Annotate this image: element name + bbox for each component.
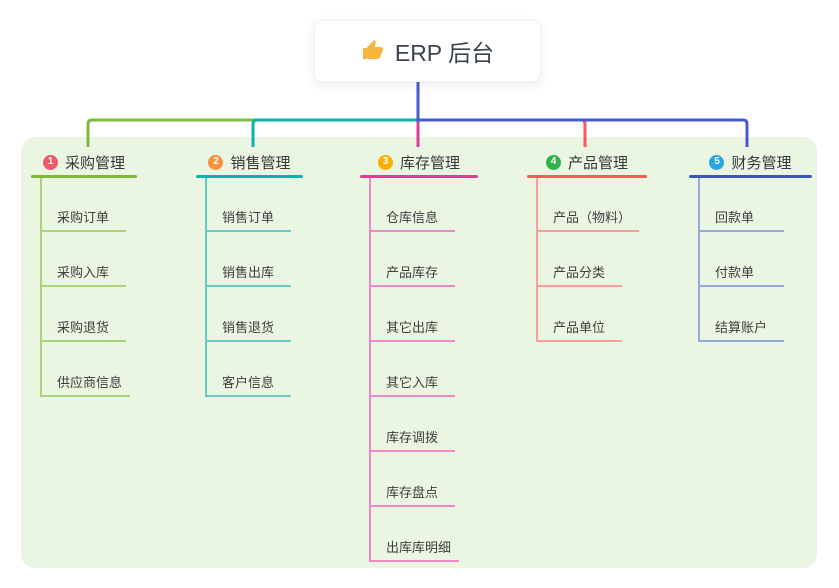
child-node[interactable]: 出库库明细	[369, 534, 460, 562]
child-node[interactable]: 采购退货	[40, 314, 126, 342]
root-label: ERP 后台	[394, 40, 495, 66]
child-node[interactable]: 仓库信息	[369, 204, 455, 232]
child-node[interactable]: 采购订单	[40, 204, 126, 232]
branch-node[interactable]: 4 产品管理	[527, 150, 647, 174]
branch-underline	[527, 175, 647, 178]
branch-underline	[360, 175, 478, 178]
child-node[interactable]: 结算账户	[698, 314, 784, 342]
child-node[interactable]: 产品（物料）	[536, 204, 640, 232]
branch-underline	[689, 175, 812, 178]
branch-index-badge: 2	[208, 154, 224, 170]
branch-index-badge: 5	[709, 154, 725, 170]
child-node[interactable]: 采购入库	[40, 259, 126, 287]
branch-label: 库存管理	[399, 154, 460, 172]
child-node[interactable]: 销售订单	[205, 204, 291, 232]
branch-children-stem	[40, 178, 42, 397]
branch-node[interactable]: 5 财务管理	[689, 150, 812, 174]
child-node[interactable]: 销售出库	[205, 259, 291, 287]
child-node[interactable]: 产品分类	[536, 259, 622, 287]
branch-index-badge: 4	[545, 154, 561, 170]
thumbs-up-icon	[361, 39, 385, 63]
branch-label: 产品管理	[567, 154, 628, 172]
branch-index-badge: 3	[377, 154, 393, 170]
child-node[interactable]: 产品库存	[369, 259, 455, 287]
branch-index-badge: 1	[42, 154, 58, 170]
child-node[interactable]: 供应商信息	[40, 369, 131, 397]
child-node[interactable]: 库存盘点	[369, 479, 455, 507]
branch-children-stem	[369, 178, 371, 562]
branch-label: 销售管理	[230, 154, 291, 172]
branch-children-stem	[536, 178, 538, 342]
branch-node[interactable]: 3 库存管理	[360, 150, 478, 174]
child-node[interactable]: 其它入库	[369, 369, 455, 397]
branch-node[interactable]: 2 销售管理	[196, 150, 303, 174]
branch-label: 采购管理	[64, 154, 125, 172]
root-node[interactable]: ERP 后台	[314, 20, 541, 82]
child-node[interactable]: 付款单	[698, 259, 784, 287]
child-node[interactable]: 销售退货	[205, 314, 291, 342]
child-node[interactable]: 库存调拨	[369, 424, 455, 452]
branch-underline	[31, 175, 137, 178]
branch-children-stem	[205, 178, 207, 397]
branch-children-stem	[698, 178, 700, 342]
child-node[interactable]: 产品单位	[536, 314, 622, 342]
branches-container	[21, 137, 817, 568]
child-node[interactable]: 其它出库	[369, 314, 455, 342]
branch-label: 财务管理	[731, 154, 792, 172]
child-node[interactable]: 客户信息	[205, 369, 291, 397]
branch-node[interactable]: 1 采购管理	[31, 150, 137, 174]
child-node[interactable]: 回款单	[698, 204, 784, 232]
branch-underline	[196, 175, 303, 178]
